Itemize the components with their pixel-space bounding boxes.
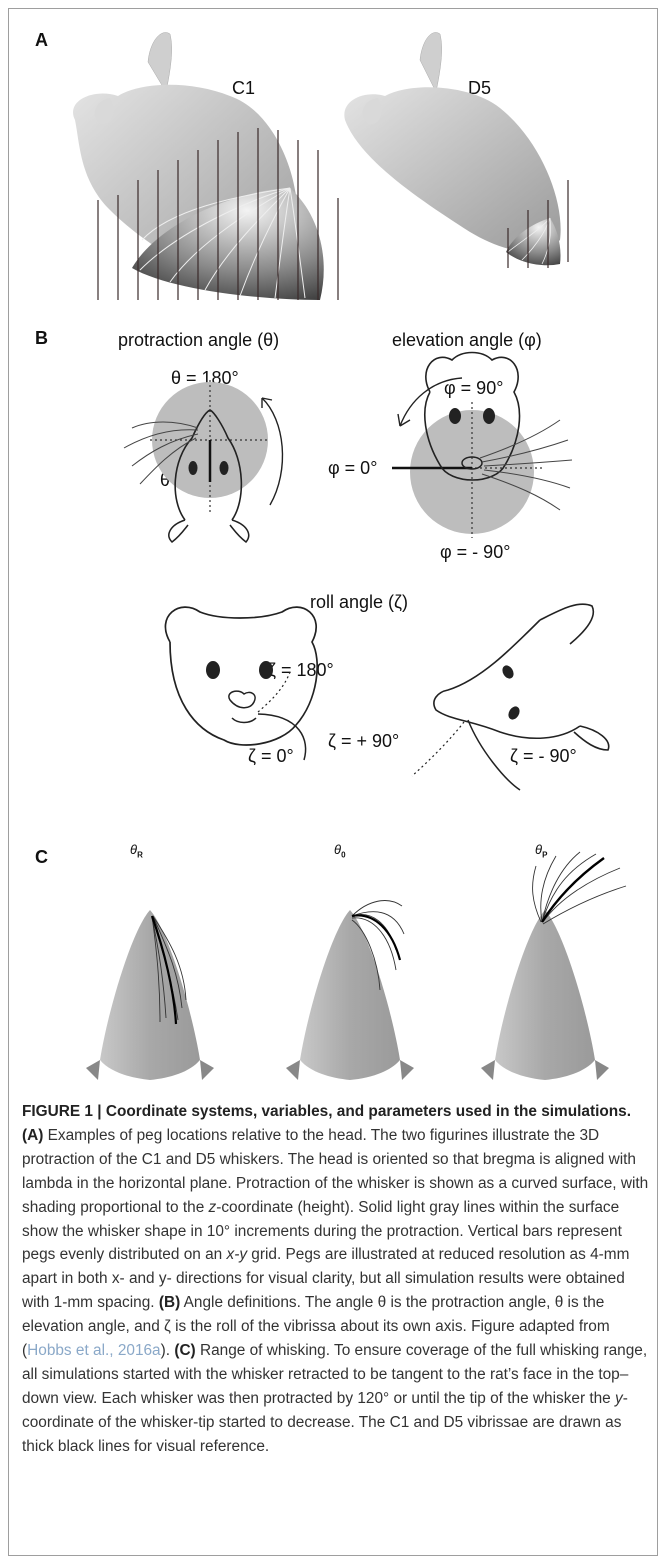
elevation-diagram [392,353,572,539]
panel-c-illustration [0,850,668,1080]
caption-title: FIGURE 1 | Coordinate systems, variables… [22,1103,631,1120]
panel-a-illustration [0,0,668,310]
caption-a-label: (A) [22,1127,43,1144]
caption-c-label: (C) [174,1342,195,1359]
roll-front-diagram [165,607,317,760]
head-protracted [481,852,626,1080]
caption-b-ref-link[interactable]: Hobbs et al., 2016a [27,1342,160,1359]
head-neutral [286,901,414,1080]
caption-c-y: y [615,1390,623,1407]
caption-b-label: (B) [159,1294,180,1311]
roll-topdown-diagram [412,604,609,790]
figure-caption: FIGURE 1 | Coordinate systems, variables… [22,1100,650,1459]
caption-b-text2: ). [161,1342,170,1359]
protraction-diagram [124,380,282,542]
caption-a-xy: x-y [227,1246,248,1263]
panel-b-illustration [0,320,668,790]
head-retracted [86,910,214,1080]
